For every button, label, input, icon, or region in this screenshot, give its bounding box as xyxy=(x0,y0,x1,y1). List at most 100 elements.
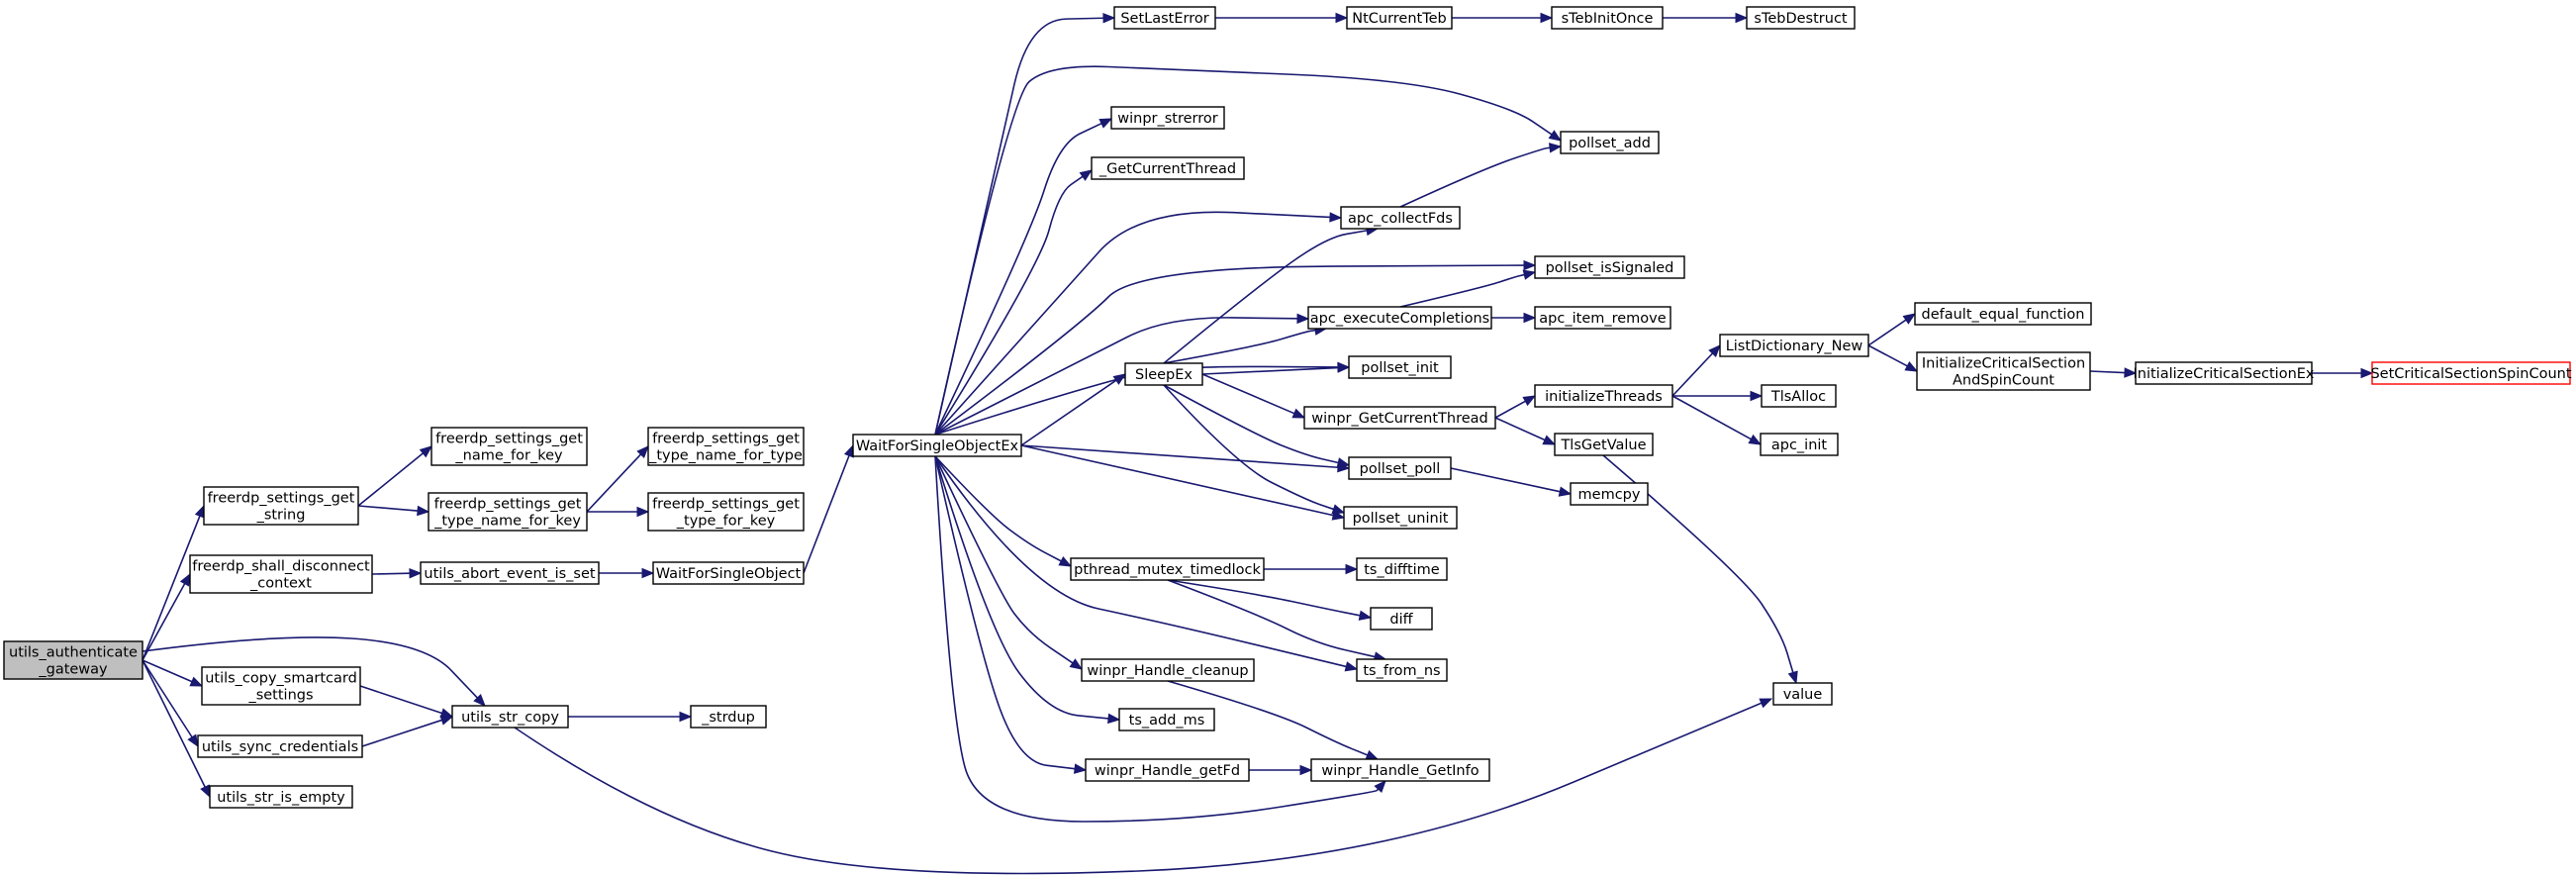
edge-SleepEx-to-pollset_init xyxy=(1201,362,1351,375)
edge-WaitForSingleObjectEx-to-pollset_add xyxy=(934,65,1563,436)
node-InitializeCriticalSectionEx[interactable]: InitializeCriticalSectionEx xyxy=(2133,361,2315,385)
node-label: freerdp_settings_get xyxy=(435,432,583,447)
arrowhead xyxy=(1336,457,1351,468)
edge-pthread_mutex_timedlock-to-diff xyxy=(1167,579,1373,621)
node-box xyxy=(209,785,353,809)
node-freerdp_settings_get_name_for_key[interactable]: freerdp_settings_get_name_for_key xyxy=(430,427,588,466)
arrowhead xyxy=(409,567,423,579)
arrowhead xyxy=(679,711,693,723)
edge-WaitForSingleObjectEx-to-winpr_Handle_cleanup xyxy=(934,455,1084,670)
node-SetLastError[interactable]: SetLastError xyxy=(1113,6,1216,30)
node-diff[interactable]: diff xyxy=(1370,607,1433,631)
node-pollset_add[interactable]: pollset_add xyxy=(1560,131,1660,154)
edge-line xyxy=(934,455,1380,823)
node-freerdp_settings_get_string[interactable]: freerdp_settings_get_string xyxy=(203,486,359,526)
edge-initializeThreads-to-ListDictionary_New xyxy=(1671,344,1721,397)
edge-WaitForSingleObjectEx-to-apc_executeCompletions xyxy=(934,313,1310,436)
arrowhead xyxy=(473,694,486,707)
node-box xyxy=(201,666,361,706)
node-ts_add_ms[interactable]: ts_add_ms xyxy=(1118,708,1215,731)
edge-ListDictionary_New-to-default_equal_function xyxy=(1867,313,1917,346)
node-box xyxy=(420,561,600,585)
node-utils_authenticate_gateway[interactable]: utils_authenticate_gateway xyxy=(3,640,143,680)
node-freerdp_settings_get_type_name_for_key[interactable]: freerdp_settings_get_type_name_for_key xyxy=(428,492,588,532)
edge-initializeThreads-to-apc_init xyxy=(1671,395,1763,445)
arrowhead xyxy=(200,784,211,799)
node-label: _settings xyxy=(247,688,313,704)
node-sTebInitOnce[interactable]: sTebInitOnce xyxy=(1551,6,1664,30)
node-label: pthread_mutex_timedlock xyxy=(1074,562,1261,578)
edge-line xyxy=(934,17,1104,436)
edge-pthread_mutex_timedlock-to-ts_difftime xyxy=(1264,563,1359,575)
node-box xyxy=(1760,433,1839,456)
node-_GetCurrentThread[interactable]: _GetCurrentThread xyxy=(1091,156,1245,180)
node-label: value xyxy=(1783,687,1823,703)
node-apc_item_remove[interactable]: apc_item_remove xyxy=(1534,306,1671,330)
node-ListDictionary_New[interactable]: ListDictionary_New xyxy=(1719,334,1869,357)
node-winpr_strerror[interactable]: winpr_strerror xyxy=(1110,106,1225,130)
node-pthread_mutex_timedlock[interactable]: pthread_mutex_timedlock xyxy=(1070,557,1265,581)
arrowhead xyxy=(1548,130,1563,142)
node-default_equal_function[interactable]: default_equal_function xyxy=(1914,302,2092,326)
edge-line xyxy=(371,572,411,575)
node-memcpy[interactable]: memcpy xyxy=(1570,482,1649,506)
node-TlsGetValue[interactable]: TlsGetValue xyxy=(1554,433,1654,456)
node-freerdp_shall_disconnect_context[interactable]: freerdp_shall_disconnect_context xyxy=(189,554,373,594)
node-label: utils_str_is_empty xyxy=(217,790,345,806)
node-pollset_init[interactable]: pollset_init xyxy=(1348,355,1452,379)
node-label: sTebInitOnce xyxy=(1562,11,1654,27)
edge-WaitForSingleObjectEx-to-winpr_Handle_GetInfo xyxy=(934,455,1386,823)
node-utils_str_is_empty[interactable]: utils_str_is_empty xyxy=(209,785,353,809)
node-label: _context xyxy=(249,576,312,592)
node-ts_difftime[interactable]: ts_difftime xyxy=(1356,557,1448,581)
node-winpr_GetCurrentThread[interactable]: winpr_GetCurrentThread xyxy=(1303,406,1496,430)
node-box xyxy=(1340,206,1461,230)
node-pollset_uninit[interactable]: pollset_uninit xyxy=(1343,506,1458,530)
node-box xyxy=(1570,482,1649,506)
node-utils_copy_smartcard_settings[interactable]: utils_copy_smartcard_settings xyxy=(201,666,361,706)
arrowhead xyxy=(1069,658,1084,670)
node-box xyxy=(1118,708,1215,731)
node-SleepEx[interactable]: SleepEx xyxy=(1124,362,1203,386)
node-freerdp_settings_get_type_name_for_type[interactable]: freerdp_settings_get_type_name_for_type xyxy=(647,427,805,466)
node-pollset_poll[interactable]: pollset_poll xyxy=(1348,456,1452,480)
node-SetCriticalSectionSpinCount[interactable]: SetCriticalSectionSpinCount xyxy=(2370,361,2572,385)
node-_strdup[interactable]: _strdup xyxy=(690,705,767,729)
node-ts_from_ns[interactable]: ts_from_ns xyxy=(1356,658,1448,682)
node-pollset_isSignaled[interactable]: pollset_isSignaled xyxy=(1534,255,1685,279)
edge-line xyxy=(1167,680,1369,756)
node-WaitForSingleObjectEx[interactable]: WaitForSingleObjectEx xyxy=(852,434,1022,457)
node-box xyxy=(1746,6,1856,30)
node-NtCurrentTeb[interactable]: NtCurrentTeb xyxy=(1346,6,1453,30)
node-apc_init[interactable]: apc_init xyxy=(1760,433,1839,456)
node-sTebDestruct[interactable]: sTebDestruct xyxy=(1746,6,1856,30)
node-label: freerdp_settings_get xyxy=(434,497,582,513)
node-winpr_Handle_cleanup[interactable]: winpr_Handle_cleanup xyxy=(1081,658,1255,682)
node-winpr_Handle_getFd[interactable]: winpr_Handle_getFd xyxy=(1085,758,1250,782)
edge-utils_str_copy-to-_strdup xyxy=(568,711,693,723)
node-WaitForSingleObject[interactable]: WaitForSingleObject xyxy=(652,561,805,585)
node-label: InitializeCriticalSection xyxy=(1922,356,2085,372)
edge-NtCurrentTeb-to-sTebInitOnce xyxy=(1452,12,1554,24)
node-winpr_Handle_GetInfo[interactable]: winpr_Handle_GetInfo xyxy=(1310,758,1490,782)
node-utils_sync_credentials[interactable]: utils_sync_credentials xyxy=(197,734,363,758)
node-label: default_equal_function xyxy=(1922,307,2085,323)
node-label: _name_for_key xyxy=(454,448,563,464)
node-box xyxy=(1356,658,1448,682)
node-box xyxy=(690,705,767,729)
node-freerdp_settings_get_type_for_key[interactable]: freerdp_settings_get_type_for_key xyxy=(647,492,805,532)
node-utils_str_copy[interactable]: utils_str_copy xyxy=(451,705,569,729)
arrowhead xyxy=(1748,434,1763,445)
edge-apc_executeCompletions-to-apc_item_remove xyxy=(1491,312,1537,324)
node-apc_collectFds[interactable]: apc_collectFds xyxy=(1340,206,1461,230)
edge-line xyxy=(934,455,1062,562)
arrowhead xyxy=(1523,259,1537,271)
node-apc_executeCompletions[interactable]: apc_executeCompletions xyxy=(1307,306,1492,330)
node-TlsAlloc[interactable]: TlsAlloc xyxy=(1761,384,1837,408)
edge-line xyxy=(1867,319,1907,346)
node-label: freerdp_settings_get xyxy=(652,432,800,447)
node-utils_abort_event_is_set[interactable]: utils_abort_event_is_set xyxy=(420,561,600,585)
node-initializeThreads[interactable]: initializeThreads xyxy=(1534,384,1673,408)
node-value[interactable]: value xyxy=(1772,682,1833,706)
